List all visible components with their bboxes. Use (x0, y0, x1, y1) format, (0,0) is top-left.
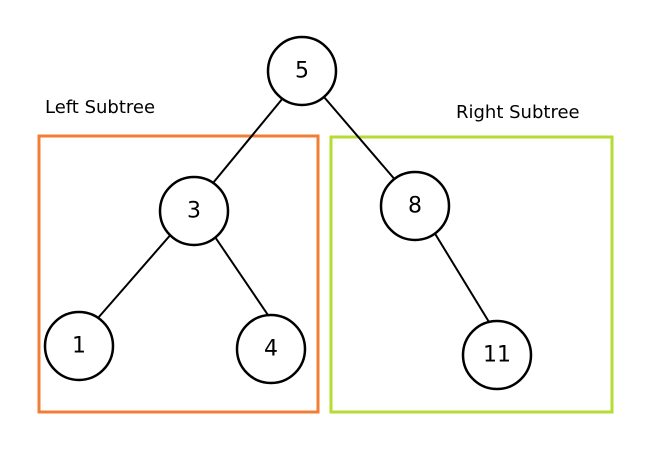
left-subtree-label: Left Subtree (45, 97, 155, 118)
node-8-label: 8 (408, 194, 422, 219)
node-11: 11 (461, 319, 533, 391)
node-1-label: 1 (72, 334, 86, 359)
node-5-label: 5 (295, 59, 309, 84)
edge-8-11 (433, 231, 490, 323)
node-8: 8 (379, 170, 451, 242)
right-subtree-box (329, 135, 614, 414)
edge-3-1 (97, 231, 174, 319)
node-3-label: 3 (187, 199, 201, 224)
right-subtree-label: Right Subtree (456, 102, 580, 123)
node-4: 4 (235, 313, 307, 385)
edge-3-4 (212, 233, 271, 319)
node-1: 1 (43, 310, 115, 382)
edge-5-8 (323, 96, 398, 183)
node-11-label: 11 (483, 343, 511, 368)
node-4-label: 4 (264, 337, 278, 362)
node-3: 3 (158, 175, 230, 247)
left-subtree-box (37, 134, 320, 414)
edge-5-3 (212, 97, 284, 184)
node-5: 5 (266, 35, 338, 107)
